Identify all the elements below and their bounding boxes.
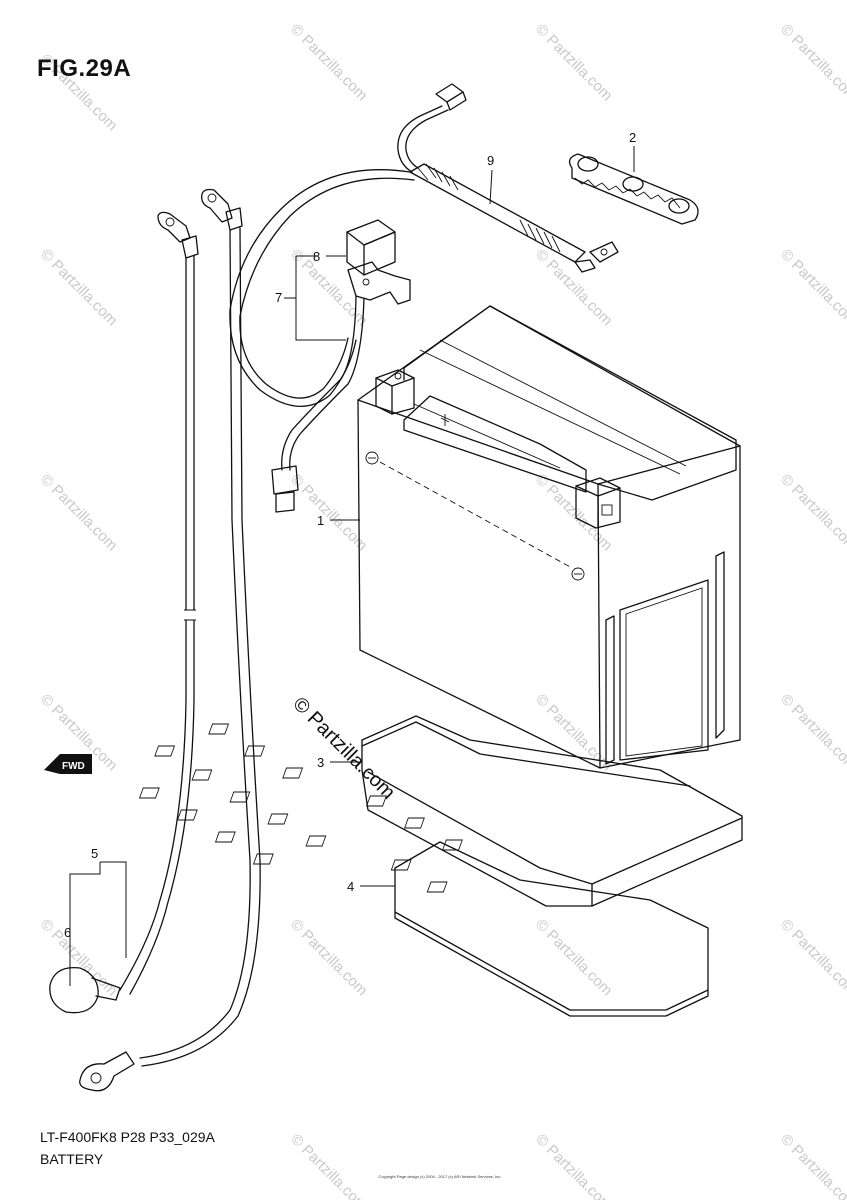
watermark: © Partzilla.com	[287, 1131, 370, 1200]
watermark: © Partzilla.com	[777, 691, 847, 774]
figure-title: FIG.29A	[37, 55, 132, 82]
tray-slots	[138, 723, 463, 893]
watermark: © Partzilla.com	[777, 916, 847, 999]
watermark-layer: © Partzilla.com © Partzilla.com © Partzi…	[37, 21, 847, 1200]
callout-8: 8	[313, 249, 320, 264]
watermark: © Partzilla.com	[532, 1131, 615, 1200]
battery	[357, 305, 741, 769]
watermark: © Partzilla.com	[37, 246, 120, 329]
callout-2: 2	[629, 130, 636, 145]
relay-assembly	[229, 219, 411, 513]
callout-6: 6	[64, 925, 71, 940]
model-code: LT-F400FK8 P28 P33_029A	[40, 1129, 215, 1145]
leader-lines	[69, 146, 635, 986]
watermark: © Partzilla.com	[287, 21, 370, 104]
battery-terminal-bar	[568, 153, 699, 225]
terminal-cap	[49, 966, 99, 1014]
battery-tray	[138, 715, 743, 907]
callout-3: 3	[317, 755, 324, 770]
watermark: © Partzilla.com	[532, 916, 615, 999]
section-name: BATTERY	[40, 1151, 104, 1167]
watermark: © Partzilla.com	[532, 691, 615, 774]
watermark: © Partzilla.com	[777, 1131, 847, 1200]
watermark: © Partzilla.com	[532, 21, 615, 104]
watermark: © Partzilla.com	[777, 471, 847, 554]
battery-pad	[394, 841, 709, 1017]
callout-1: 1	[317, 513, 324, 528]
callout-9: 9	[487, 153, 494, 168]
watermark: © Partzilla.com	[287, 246, 370, 329]
callout-4: 4	[347, 879, 354, 894]
watermark: © Partzilla.com	[777, 21, 847, 104]
watermark: © Partzilla.com	[37, 471, 120, 554]
watermark: © Partzilla.com	[777, 246, 847, 329]
center-watermark: © Partzilla.com	[288, 693, 399, 804]
callout-labels: 1 2 3 4 5 6 7 8 9	[64, 130, 636, 940]
callout-7: 7	[275, 290, 282, 305]
watermark: © Partzilla.com	[287, 916, 370, 999]
copyright-line: Copyright Page design (c) 2004 - 2017 (c…	[378, 1174, 502, 1179]
fwd-direction-badge: FWD	[44, 754, 92, 774]
relay-bracket	[347, 261, 411, 305]
watermark: © Partzilla.com	[532, 246, 615, 329]
fwd-badge-text: FWD	[62, 761, 85, 772]
negative-cable-assembly	[49, 966, 135, 1092]
watermark: © Partzilla.com	[532, 471, 615, 554]
upper-cables	[119, 188, 261, 1067]
callout-5: 5	[91, 846, 98, 861]
